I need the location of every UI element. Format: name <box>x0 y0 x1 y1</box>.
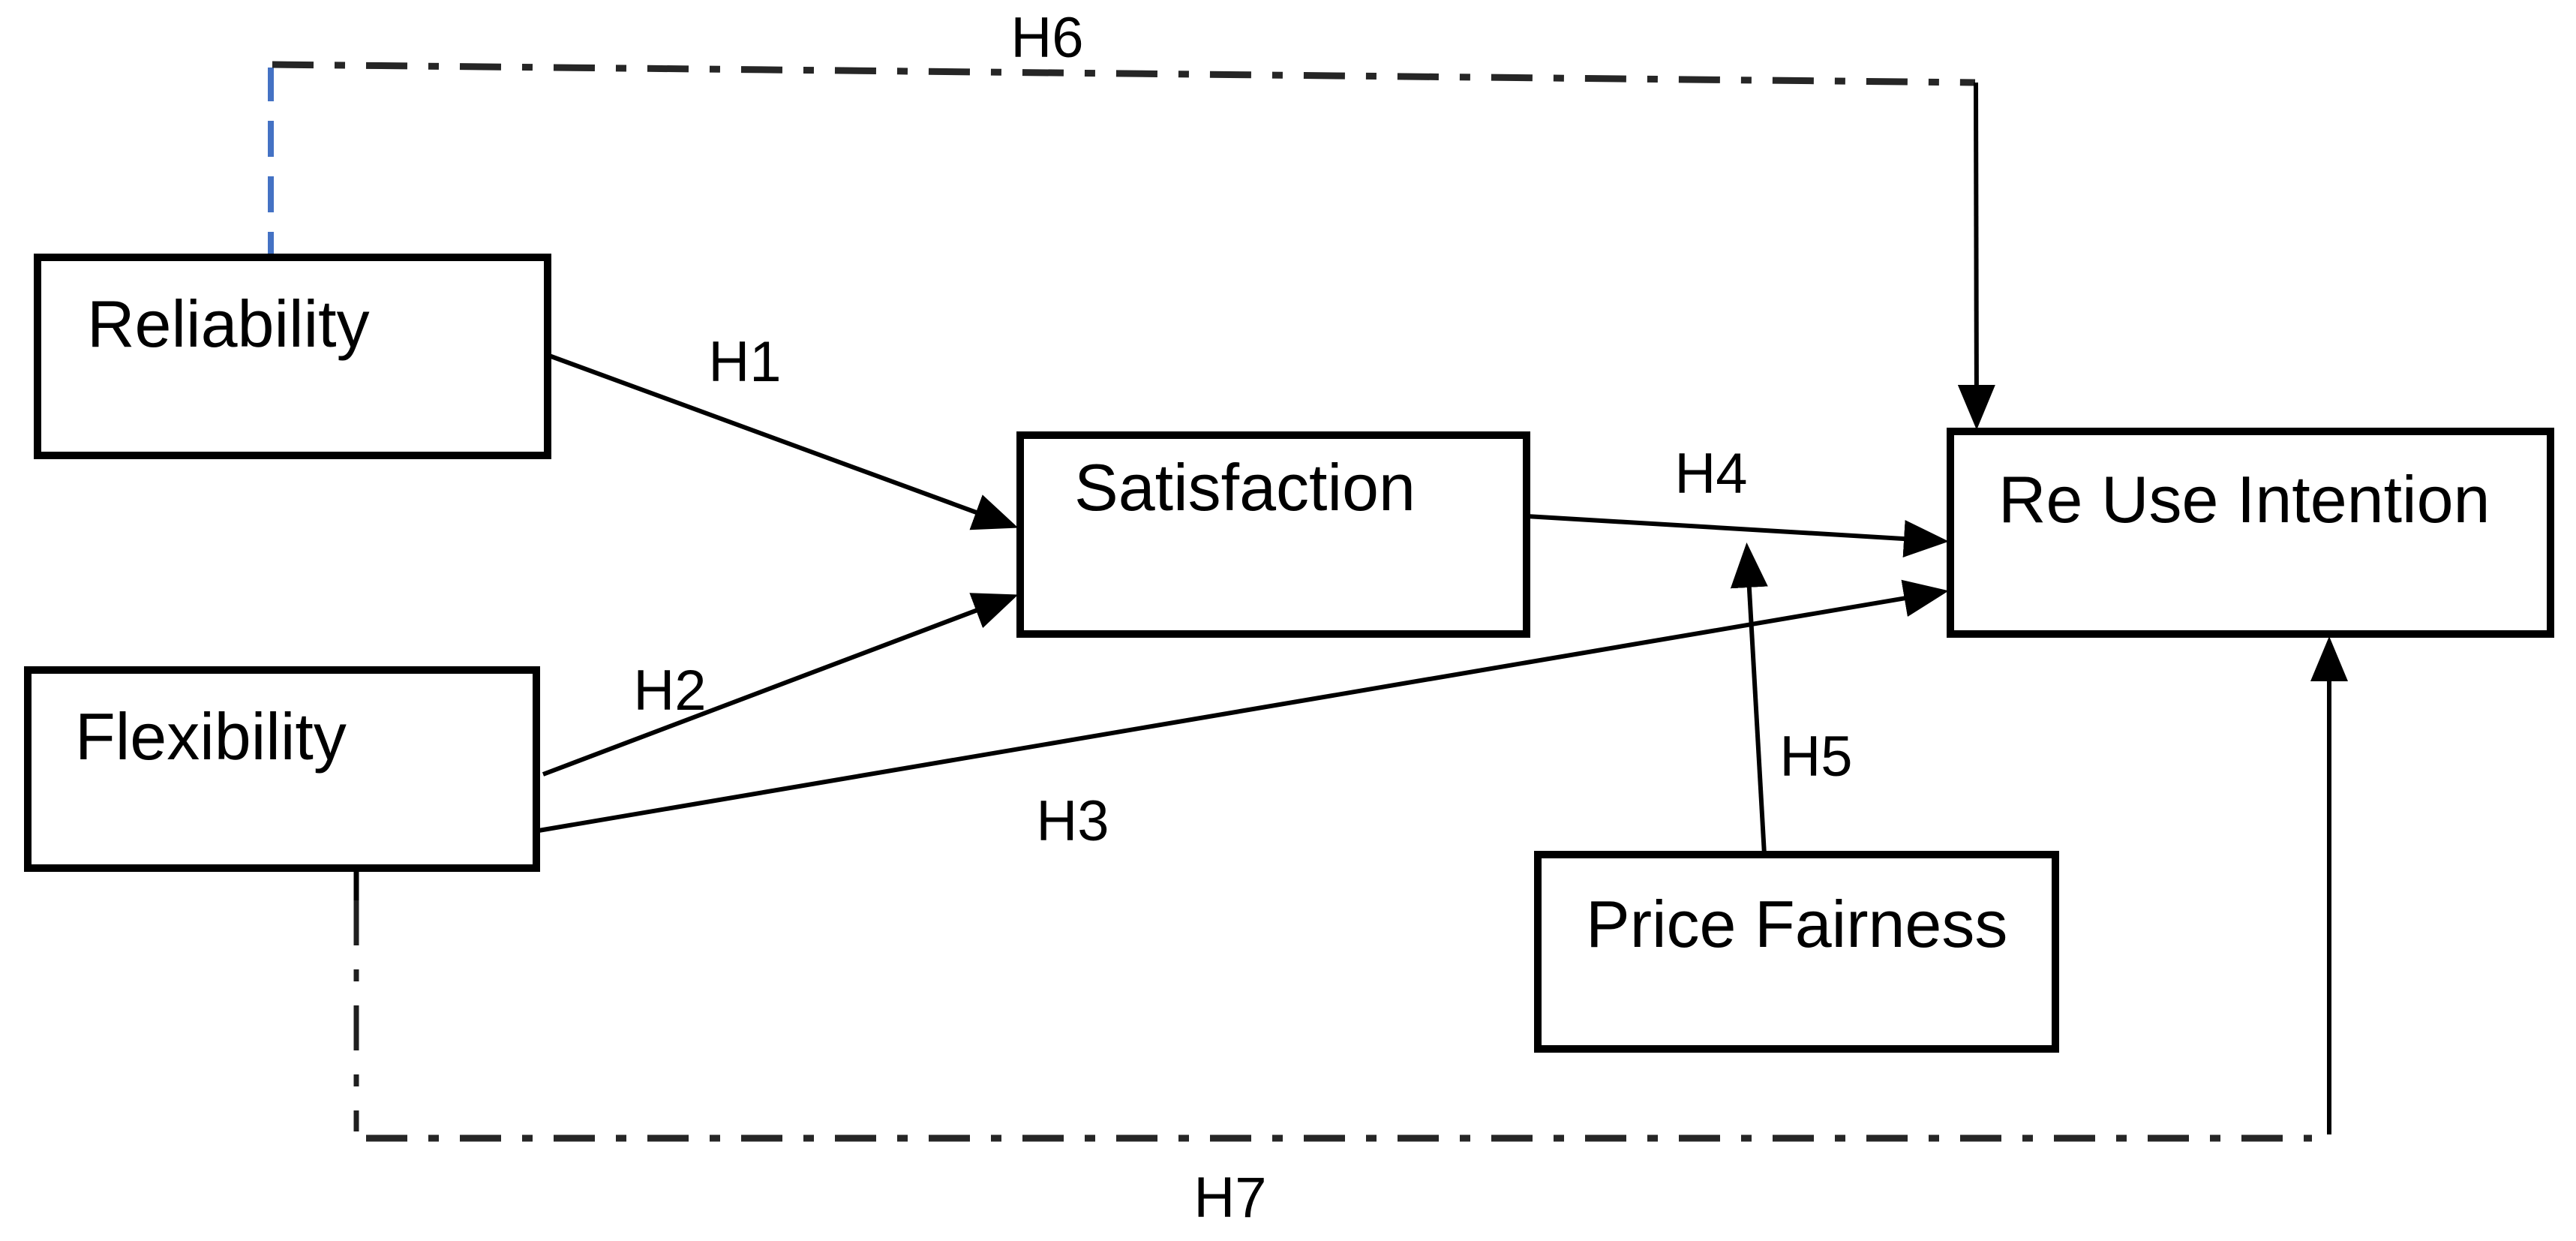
satisfaction-label: Satisfaction <box>1074 450 1416 524</box>
edge-h7: H7 <box>353 636 2348 1230</box>
h4-arrow <box>1526 514 1949 557</box>
h5-arrow <box>1730 542 1768 855</box>
h6-label: H6 <box>1010 6 1083 70</box>
satisfaction-box <box>1016 431 1530 638</box>
h6-dashdot-top-line <box>272 61 1976 86</box>
h6-arrow-down <box>1957 82 1995 430</box>
h1-arrow <box>548 353 1019 530</box>
node-flexibility: Flexibility <box>24 666 540 872</box>
h2-arrow <box>542 593 1019 777</box>
edge-h1: H1 <box>548 330 1019 530</box>
node-reuse-intention: Re Use Intention <box>1947 428 2554 638</box>
edge-h5: H5 <box>1730 542 1853 855</box>
price-fairness-box <box>1534 851 2059 1053</box>
h1-label: H1 <box>708 330 781 394</box>
h7-label: H7 <box>1193 1166 1266 1230</box>
reuse-intention-box <box>1947 428 2554 638</box>
node-price-fairness: Price Fairness <box>1534 851 2059 1053</box>
node-satisfaction: Satisfaction <box>1016 431 1530 638</box>
h4-label: H4 <box>1674 442 1747 506</box>
h5-label: H5 <box>1779 725 1852 789</box>
flexibility-label: Flexibility <box>75 699 347 774</box>
edge-h3: H3 <box>538 579 1949 853</box>
flexibility-box <box>24 666 540 872</box>
edge-h6: H6 <box>268 6 1995 430</box>
reuse-intention-label: Re Use Intention <box>1998 462 2490 536</box>
reliability-box <box>34 254 551 459</box>
price-fairness-label: Price Fairness <box>1586 887 2007 961</box>
reliability-label: Reliability <box>87 287 370 361</box>
h2-label: H2 <box>633 659 706 723</box>
edge-h2: H2 <box>542 593 1019 777</box>
h3-arrow <box>538 579 1949 833</box>
node-reliability: Reliability <box>34 254 551 459</box>
edge-h4: H4 <box>1526 442 1949 557</box>
h3-label: H3 <box>1036 789 1109 853</box>
